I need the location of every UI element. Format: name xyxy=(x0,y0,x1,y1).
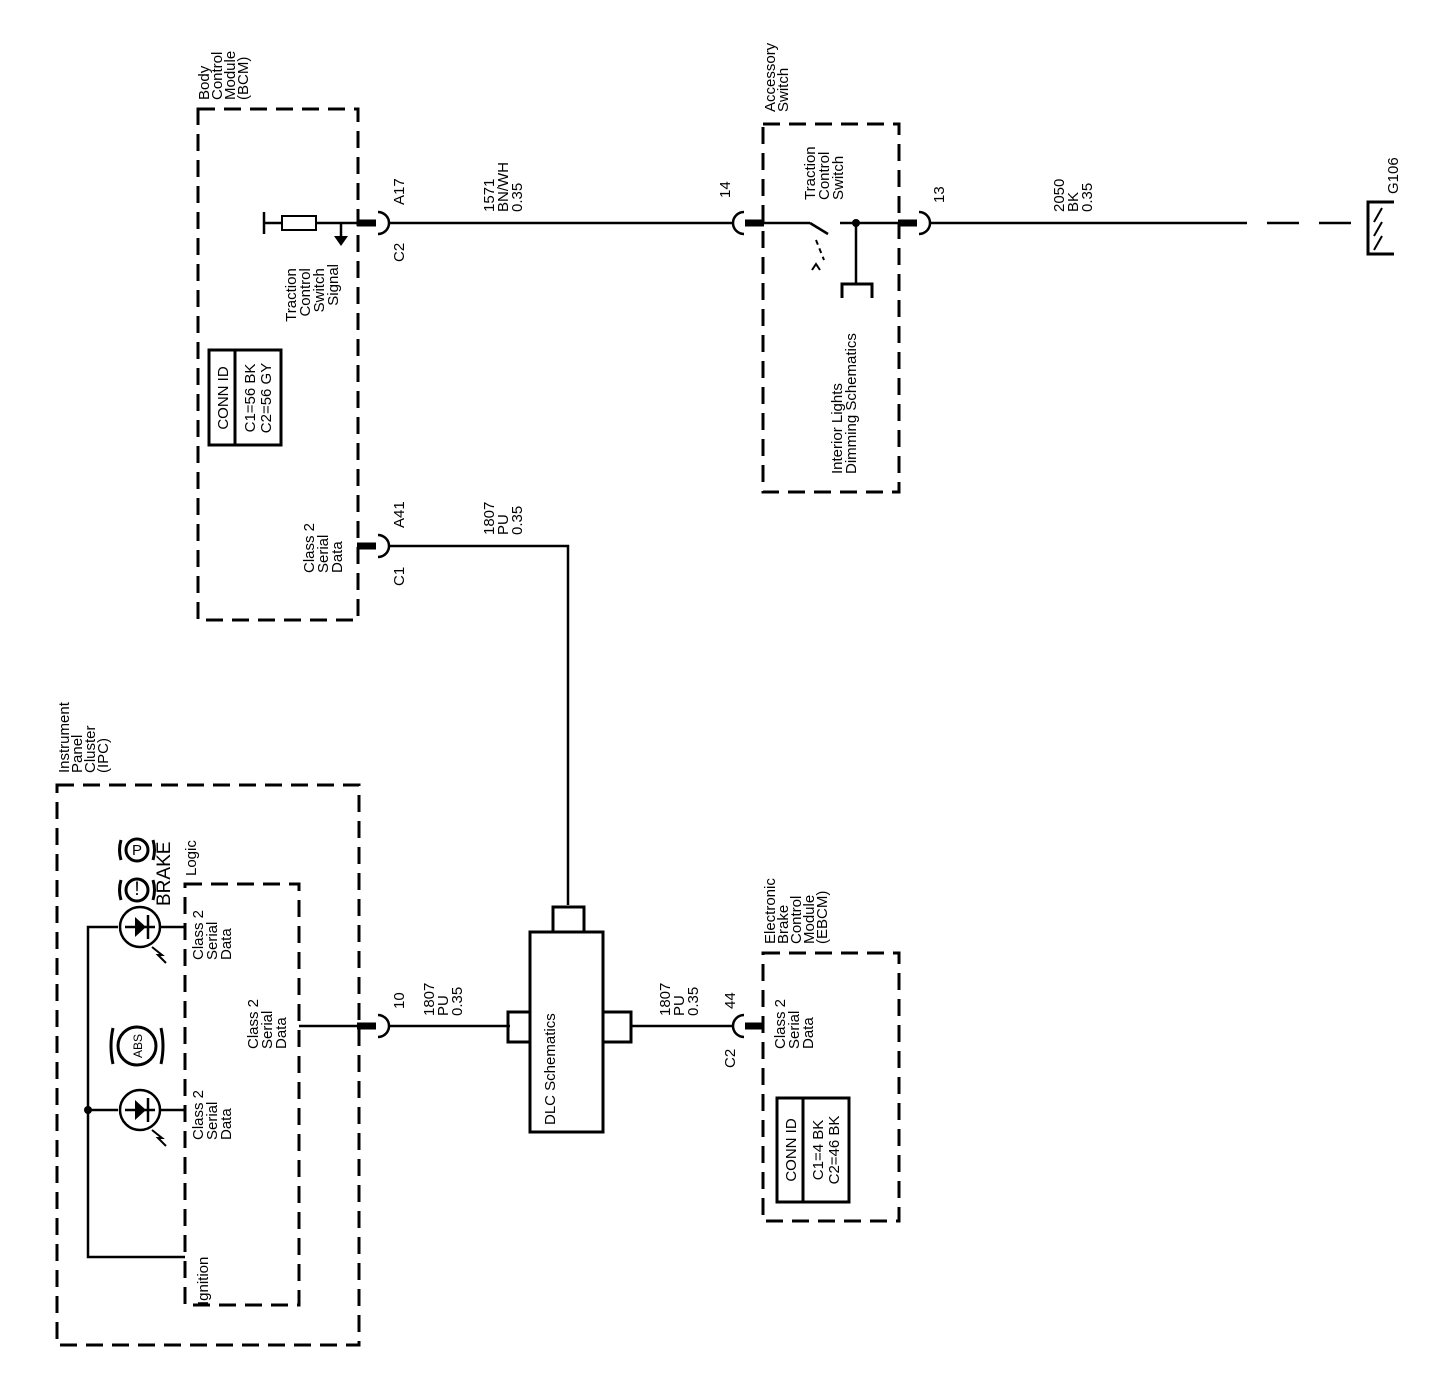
bcm-module: Body Control Module (BCM) Traction Contr… xyxy=(196,47,376,622)
ebcm-conn-id-row1: C1=4 BK xyxy=(810,1120,827,1180)
pin-13: 13 xyxy=(931,186,948,203)
bcm-conn-id-table: CONN ID C1=56 BK C2=56 GY xyxy=(207,348,283,447)
bcm-conn-id-row2: C2=56 GY xyxy=(258,363,275,433)
bcm-signal-label: Traction Control Switch Signal xyxy=(283,264,342,322)
wire-2050-label: 2050 BK 0.35 xyxy=(1051,174,1096,212)
signal-ground-arrow xyxy=(334,236,348,246)
ebcm-serial-label: Class 2 Serial Data xyxy=(772,995,817,1049)
wire-1807-ipc-dlc: 1807 PU 0.35 xyxy=(389,978,510,1028)
bcm-conn-c1: C1 xyxy=(391,567,408,586)
ebcm-connector-44 xyxy=(731,1013,745,1039)
brake-exclaim-icon: ! xyxy=(134,879,139,900)
ipc-logic-label: Logic xyxy=(183,840,200,876)
ignition-feed xyxy=(86,925,185,1259)
ebcm-conn-id-header: CONN ID xyxy=(783,1118,800,1182)
bcm-pin-a17: A17 xyxy=(391,178,408,205)
park-p-icon: P xyxy=(132,842,142,859)
ipc-connector-10: 10 xyxy=(357,992,408,1039)
bcm-connector-a17: A17 C2 xyxy=(357,178,408,262)
pin-14: 14 xyxy=(717,181,734,198)
ipc-module: Instrument Panel Cluster (IPC) Logic Ign… xyxy=(55,698,361,1347)
bcm-serial-label: Class 2 Serial Data xyxy=(301,519,346,573)
ebcm-module: Electronic Brake Control Module (EBCM) 4… xyxy=(722,874,901,1223)
led-light-icon xyxy=(151,1129,167,1147)
abs-serial-label: Class 2 Serial Data xyxy=(190,1086,235,1140)
interior-lights-ref: Interior Lights Dimming Schematics xyxy=(829,333,860,474)
resistor-symbol xyxy=(281,215,317,231)
wire-1807-dlc-ebcm: 1807 PU 0.35 xyxy=(631,978,732,1028)
dlc-label: DLC Schematics xyxy=(542,1013,559,1125)
wire-1807-ebcm-label: 1807 PU 0.35 xyxy=(657,978,702,1016)
bcm-title: Body Control Module (BCM) xyxy=(196,47,252,100)
bcm-boundary xyxy=(196,107,360,622)
ground-g106: G106 xyxy=(1366,157,1402,256)
ipc-pin-10: 10 xyxy=(391,992,408,1009)
brake-label: BRAKE xyxy=(154,842,175,906)
abs-icon-label: ABS xyxy=(131,1034,145,1058)
bcm-pin-a41: A41 xyxy=(391,501,408,528)
bcm-conn-id-row1: C1=56 BK xyxy=(242,364,259,433)
led-light-icon xyxy=(151,946,167,964)
ebcm-boundary xyxy=(761,951,901,1223)
switch-label: Traction Control Switch xyxy=(802,142,847,200)
bcm-connector-a41: A41 C1 xyxy=(357,501,408,586)
ipc-boundary xyxy=(55,783,361,1347)
wire-1571-label: 1571 BN/WH 0.35 xyxy=(481,158,526,212)
accessory-switch-title: Accessory Switch xyxy=(762,39,792,112)
traction-control-switch xyxy=(764,219,898,298)
connector-14 xyxy=(731,210,745,236)
wire-1807-ipc-label: 1807 PU 0.35 xyxy=(421,978,466,1016)
ipc-logic-boundary xyxy=(183,882,301,1307)
ebcm-conn-c2: C2 xyxy=(722,1049,739,1068)
bcm-conn-id-header: CONN ID xyxy=(215,366,232,430)
abs-indicator-lamp xyxy=(118,1088,185,1147)
logic-serial-label: Class 2 Serial Data xyxy=(245,995,290,1049)
wire-1807-bcm-dlc: 1807 PU 0.35 xyxy=(389,497,570,905)
ebcm-conn-id-table: CONN ID C1=4 BK C2=46 BK xyxy=(775,1096,851,1204)
brake-indicator-lamp xyxy=(118,905,185,964)
wire-2050: 2050 BK 0.35 xyxy=(930,174,1366,225)
ground-label: G106 xyxy=(1385,157,1402,194)
ebcm-conn-id-row2: C2=46 BK xyxy=(826,1116,843,1185)
brake-warning-symbol: ! P BRAKE xyxy=(118,837,175,906)
ebcm-title: Electronic Brake Control Module (EBCM) xyxy=(762,874,831,944)
dlc-block: DLC Schematics xyxy=(506,905,633,1134)
ipc-title: Instrument Panel Cluster (IPC) xyxy=(56,698,112,773)
accessory-switch-boundary xyxy=(761,122,901,494)
bcm-conn-c2: C2 xyxy=(391,243,408,262)
connector-13 xyxy=(918,210,932,236)
wire-1571: 1571 BN/WH 0.35 xyxy=(389,158,732,225)
ignition-label: Ignition xyxy=(195,1257,212,1305)
wire-1807-bcm-label: 1807 PU 0.35 xyxy=(481,497,526,535)
abs-warning-symbol: ABS xyxy=(109,1025,165,1067)
brake-serial-label: Class 2 Serial Data xyxy=(190,906,235,960)
accessory-switch: Accessory Switch 14 Traction Control Swi… xyxy=(717,39,948,494)
ebcm-pin-44: 44 xyxy=(722,992,739,1009)
